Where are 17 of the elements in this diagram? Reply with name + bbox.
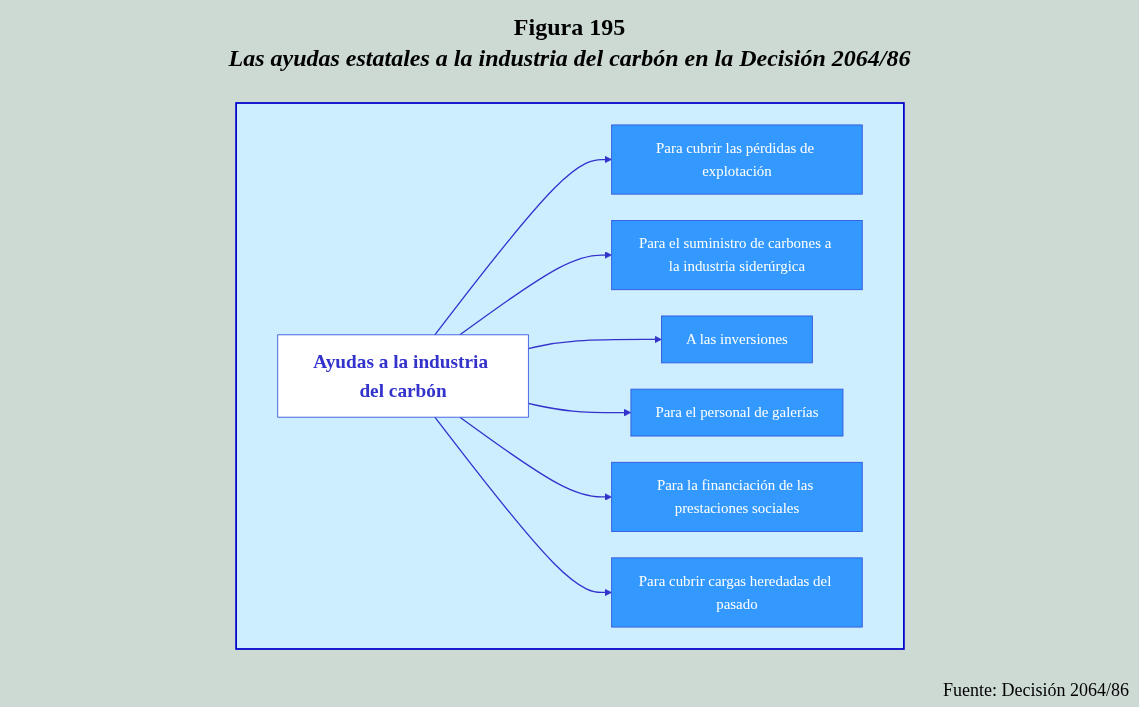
arrow bbox=[527, 402, 631, 417]
node-box: Para cubrir las pérdidas de explotación bbox=[610, 124, 863, 195]
node-box: Para cubrir cargas heredadas del pasado bbox=[610, 557, 863, 628]
figure-subtitle: Las ayudas estatales a la industria del carbón en la Decisión 2064/86 bbox=[228, 45, 911, 72]
arrow bbox=[458, 251, 612, 336]
node-box: Para el personal de galerías bbox=[629, 388, 843, 437]
arrow bbox=[458, 416, 612, 501]
node-box: Para la financiación de las prestaciones sociales bbox=[610, 461, 863, 532]
node-box: Ayudas a la industria del carbón bbox=[276, 334, 529, 418]
arrow bbox=[433, 416, 612, 597]
node-box: Para el suministro de carbones a la industria siderúrgica bbox=[610, 220, 863, 291]
node-box: A las inversiones bbox=[660, 315, 813, 364]
arrow bbox=[433, 155, 612, 336]
cluster bbox=[234, 102, 905, 650]
source-caption: Fuente: Decisión 2064/86 bbox=[943, 680, 1129, 701]
arrow bbox=[527, 335, 662, 350]
figure-title: Figura 195 bbox=[513, 14, 626, 41]
